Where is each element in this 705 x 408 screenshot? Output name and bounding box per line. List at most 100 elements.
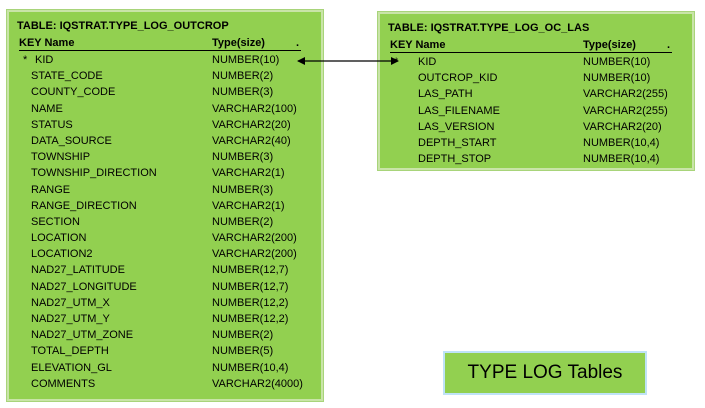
field-row: NAD27_UTM_X NUMBER(12,2) [9,297,321,313]
table-header: KEY Name Type(size) . [19,37,301,51]
field-type: VARCHAR2(255) [583,88,668,101]
field-row: NAD27_LATITUDE NUMBER(12,7) [9,264,321,280]
field-row: LOCATION2 VARCHAR2(200) [9,248,321,264]
field-row: STATUS VARCHAR2(20) [9,119,321,135]
header-underline [390,52,672,53]
field-name: TOWNSHIP [31,151,91,164]
field-row: LAS_VERSION VARCHAR2(20) [380,121,692,137]
field-name: LAS_FILENAME [418,104,500,117]
field-name: RANGE [31,183,71,196]
field-type: NUMBER(12,2) [212,313,289,325]
field-name: LAS_PATH [418,88,473,101]
header-dot: . [667,39,671,51]
legend-box: TYPE LOG Tables [443,351,647,395]
field-row: * KID NUMBER(10) [380,56,692,72]
field-row: DATA_SOURCE VARCHAR2(40) [9,135,321,151]
field-type: NUMBER(10,4) [583,136,660,149]
field-name: NAD27_LONGITUDE [31,280,137,293]
field-type: NUMBER(12,7) [212,264,289,277]
field-list: * KID NUMBER(10) OUTCROP_KID NUMBER(10) LAS_P… [380,56,692,169]
field-name: NAD27_UTM_ZONE [31,329,134,342]
field-name: COUNTY_CODE [31,86,116,99]
field-name: TOTAL_DEPTH [31,345,109,358]
header-type-size: Type(size) [212,37,265,49]
field-name: DEPTH_START [418,136,497,149]
field-name: LOCATION [31,232,87,245]
field-name: NAD27_LATITUDE [31,264,125,277]
field-name: ELEVATION_GL [31,361,112,374]
field-name: RANGE_DIRECTION [31,199,137,212]
field-row: NAD27_UTM_ZONE NUMBER(2) [9,329,321,345]
field-type: NUMBER(5) [212,345,274,358]
field-row: LAS_PATH VARCHAR2(255) [380,88,692,104]
field-type: VARCHAR2(4000) [212,377,303,390]
field-type: VARCHAR2(1) [212,167,285,180]
field-row: RANGE_DIRECTION VARCHAR2(1) [9,200,321,216]
field-name: NAME [31,102,63,115]
field-name: NAD27_UTM_Y [31,313,110,325]
field-row: COUNTY_CODE NUMBER(3) [9,86,321,102]
field-row: LOCATION VARCHAR2(200) [9,232,321,248]
field-type: NUMBER(10,4) [583,153,660,166]
field-type: NUMBER(10) [212,54,280,66]
field-type: VARCHAR2(20) [583,120,662,133]
field-type: VARCHAR2(200) [212,248,297,261]
field-name: SECTION [31,215,80,228]
field-type: VARCHAR2(20) [212,118,291,131]
primary-key-marker: * [394,56,399,68]
field-type: VARCHAR2(1) [212,199,285,212]
field-type: VARCHAR2(200) [212,232,297,245]
field-name: STATUS [31,118,73,131]
field-name: KID [418,56,437,68]
field-type: NUMBER(2) [212,215,274,228]
field-row: DEPTH_START NUMBER(10,4) [380,137,692,153]
field-type: NUMBER(2) [212,70,274,83]
field-type: NUMBER(2) [212,329,274,342]
field-row: DEPTH_STOP NUMBER(10,4) [380,153,692,169]
field-row: TOWNSHIP_DIRECTION VARCHAR2(1) [9,167,321,183]
field-type: NUMBER(12,2) [212,296,289,309]
field-row: NAME VARCHAR2(100) [9,103,321,119]
field-type: VARCHAR2(255) [583,104,668,117]
field-name: TOWNSHIP_DIRECTION [31,167,157,180]
header-dot: . [296,37,300,49]
header-key-name: KEY Name [390,39,446,51]
table-title: TABLE: IQSTRAT.TYPE_LOG_OC_LAS [388,22,590,34]
field-type: NUMBER(10) [583,56,651,68]
field-type: NUMBER(3) [212,183,274,196]
header-type-size: Type(size) [583,39,636,51]
field-row: OUTCROP_KID NUMBER(10) [380,72,692,88]
field-name: DEPTH_STOP [418,153,492,166]
field-type: VARCHAR2(100) [212,102,297,115]
field-name: KID [35,54,54,66]
field-name: COMMENTS [31,377,96,390]
field-name: LOCATION2 [31,248,93,261]
field-type: VARCHAR2(40) [212,134,291,147]
field-row: NAD27_UTM_Y NUMBER(12,2) [9,313,321,329]
table-type-log-outcrop: TABLE: IQSTRAT.TYPE_LOG_OUTCROP KEY Name… [7,10,323,401]
field-row: SECTION NUMBER(2) [9,216,321,232]
field-name: LAS_VERSION [418,120,495,133]
field-type: NUMBER(3) [212,151,274,164]
table-type-log-oc-las: TABLE: IQSTRAT.TYPE_LOG_OC_LAS KEY Name … [378,12,694,170]
field-type: NUMBER(12,7) [212,280,289,293]
field-row: COMMENTS VARCHAR2(4000) [9,378,321,394]
field-row: TOTAL_DEPTH NUMBER(5) [9,345,321,361]
field-name: OUTCROP_KID [418,72,498,85]
field-type: NUMBER(10) [583,72,651,85]
header-underline [19,50,301,51]
table-title: TABLE: IQSTRAT.TYPE_LOG_OUTCROP [17,20,229,32]
field-row: LAS_FILENAME VARCHAR2(255) [380,105,692,121]
field-row: TOWNSHIP NUMBER(3) [9,151,321,167]
field-name: NAD27_UTM_X [31,296,110,309]
field-type: NUMBER(3) [212,86,274,99]
table-header: KEY Name Type(size) . [390,39,672,53]
field-row: RANGE NUMBER(3) [9,184,321,200]
field-name: DATA_SOURCE [31,134,112,147]
field-row: NAD27_LONGITUDE NUMBER(12,7) [9,281,321,297]
header-key-name: KEY Name [19,37,75,49]
